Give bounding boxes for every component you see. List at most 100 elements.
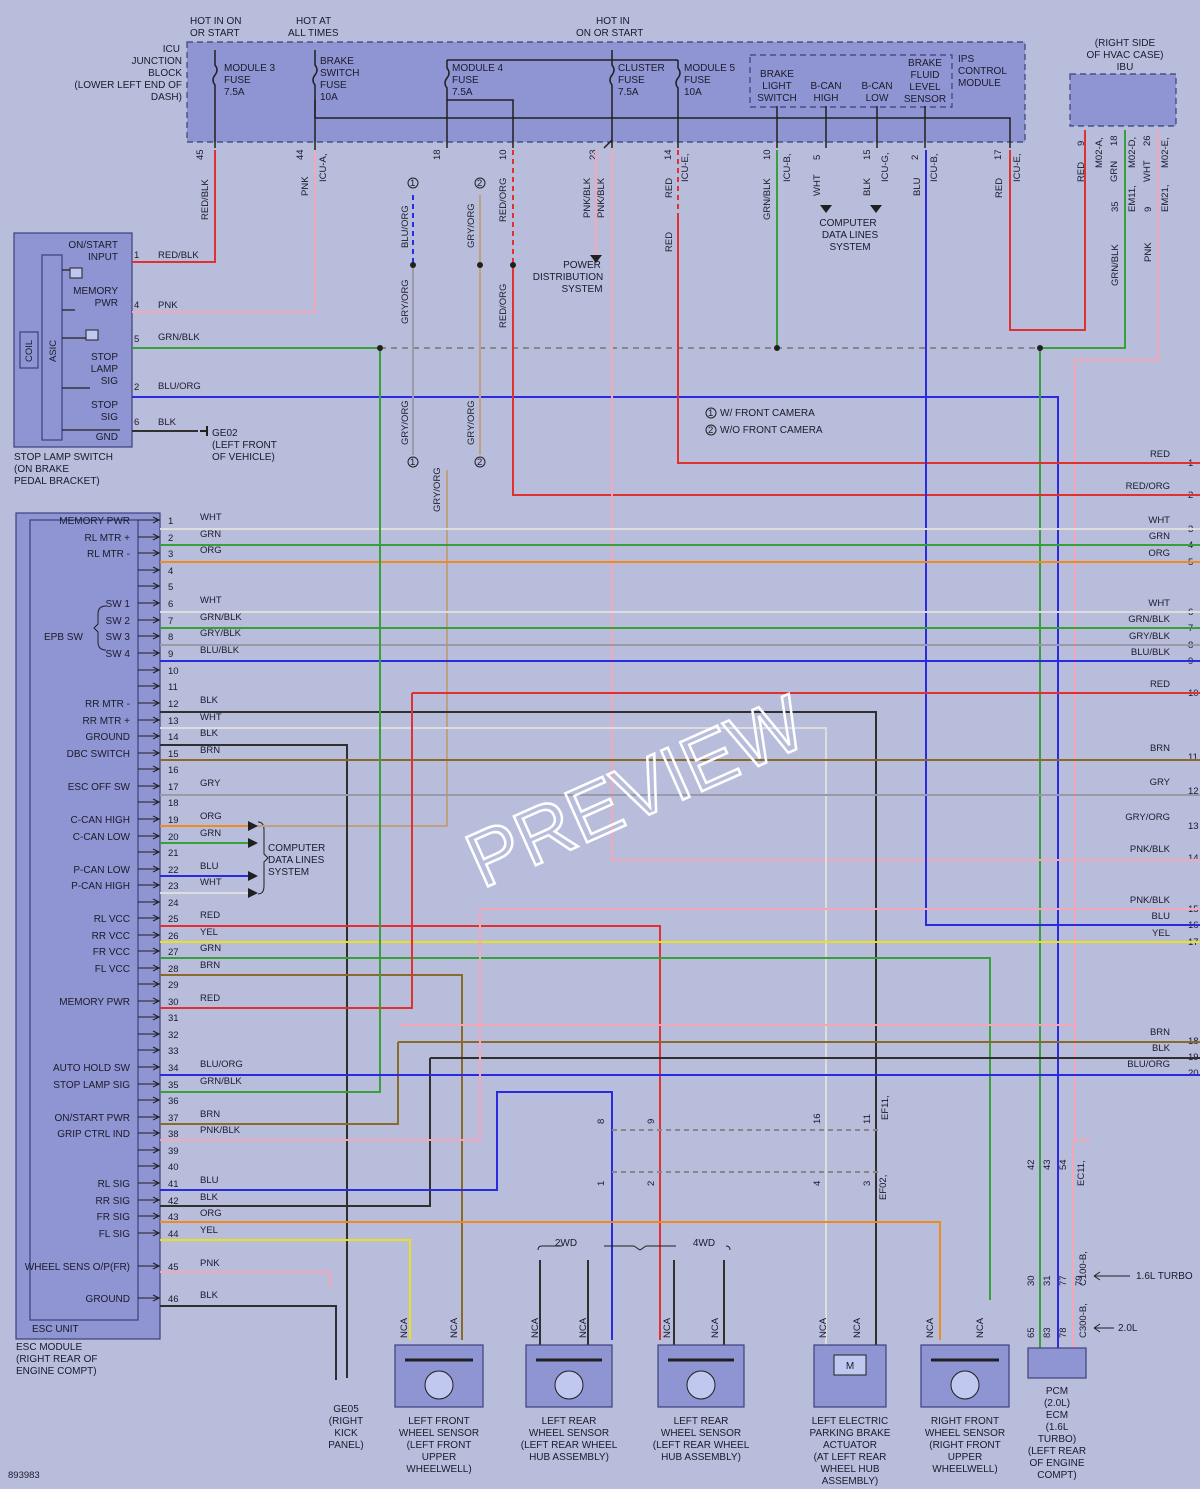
esc-pin-stub [138,848,161,856]
svg-text:HIGH: HIGH [814,93,839,104]
svg-text:GND: GND [96,432,118,443]
splice-dot [477,262,483,268]
esc-wire-color: BLK [200,1192,219,1203]
esc-pin-number: 12 [168,699,179,710]
esc-ground: GE05 (RIGHT KICK PANEL) [328,1404,363,1451]
svg-text:FUSE: FUSE [224,75,251,86]
right-edge-color: BLU/ORG [1127,1059,1170,1070]
esc-pin-label: RR MTR + [83,716,131,727]
hot-label: ALL TIMES [288,28,339,39]
arrow-icon [590,255,602,263]
pcm-label: ECM [1046,1410,1068,1421]
svg-text:ICU-E,: ICU-E, [1012,154,1023,183]
right-edge-color: BLU [1152,911,1171,922]
esc-pin-stub [138,1013,161,1021]
svg-text:STOP: STOP [91,352,118,363]
svg-text:9: 9 [1076,141,1087,146]
esc-pin-stub [138,549,161,557]
nca-label: NCA [449,1317,460,1338]
pin-number: 16 [812,1113,823,1124]
esc-pin-number: 45 [168,1262,179,1273]
esc-pin-stub [138,682,161,690]
svg-text:(ON BRAKE: (ON BRAKE [14,464,69,475]
esc-pin-number: 4 [168,566,173,577]
esc-pin-number: 24 [168,898,179,909]
nca-label: NCA [530,1317,541,1338]
svg-text:FUSE: FUSE [618,75,645,86]
svg-text:RED/BLK: RED/BLK [158,250,199,261]
svg-text:GRN/BLK: GRN/BLK [1110,244,1121,286]
svg-text:(LEFT FRONT: (LEFT FRONT [212,440,277,451]
svg-text:GRN/BLK: GRN/BLK [762,178,773,220]
fuse-labels: MODULE 3 FUSE 7.5A BRAKE SWITCH FUSE 10A… [224,54,1007,103]
svg-text:ON/START: ON/START [68,240,118,251]
pcm-label: (LEFT REAR [1028,1446,1086,1457]
right-edge-color: BLK [1152,1043,1171,1054]
right-edge-color: GRN/BLK [1128,614,1170,625]
svg-text:BLU/ORG: BLU/ORG [400,205,411,248]
svg-text:PNK/BLK: PNK/BLK [582,177,593,218]
svg-text:PWR: PWR [95,298,118,309]
ips-items: BRAKE LIGHT SWITCH B-CAN HIGH B-CAN LOW … [757,58,946,105]
option-2-icon [474,456,486,468]
svg-text:M02-E,: M02-E, [1160,137,1171,168]
svg-text:GRY/ORG: GRY/ORG [400,400,411,445]
svg-text:MODULE 5: MODULE 5 [684,63,736,74]
svg-text:ICU: ICU [163,44,180,55]
arrow-icon [248,888,258,898]
esc-pin-label: STOP LAMP SIG [53,1080,130,1091]
component-label: LEFT FRONT [408,1416,469,1427]
nca-label: NCA [710,1317,721,1338]
svg-text:2: 2 [708,425,713,436]
esc-pin-label: SW 1 [106,599,131,610]
esc-pin-number: 23 [168,881,179,892]
esc-pin-number: 3 [168,549,173,560]
esc-pin-stub [138,599,161,607]
svg-text:POWER: POWER [563,260,601,271]
wire [160,1057,1200,1207]
esc-wire-color: GRY [200,778,221,789]
right-edge-color: RED [1150,679,1170,690]
esc-wire-color: PNK [200,1258,220,1269]
esc-pin-label: SW 2 [106,616,131,627]
wire [160,1091,613,1191]
svg-text:(RIGHT SIDE: (RIGHT SIDE [1095,38,1156,49]
esc-pin-number: 26 [168,931,179,942]
svg-text:10: 10 [498,149,509,160]
esc-wire-color: ORG [200,545,222,556]
svg-text:2: 2 [910,155,921,160]
svg-text:SWITCH: SWITCH [320,68,359,79]
esc-pin-number: 10 [168,666,179,677]
esc-pin-stub [138,716,161,724]
esc-pin-number: 37 [168,1113,179,1124]
esc-pin-number: 18 [168,798,179,809]
fuse-symbols [212,50,1011,150]
svg-text:10A: 10A [684,87,702,98]
svg-text:B-CAN: B-CAN [810,81,841,92]
component-label: LEFT REAR [674,1416,729,1427]
esc-pin-stub [138,1046,161,1054]
svg-text:COMPUTER: COMPUTER [268,843,325,854]
svg-text:FUSE: FUSE [452,75,479,86]
component-label: LEFT REAR [542,1416,597,1427]
esc-pin-label: RL MTR + [85,533,131,544]
esc-pin-stub [138,997,161,1005]
pcm-label: (1.6L [1046,1422,1069,1433]
esc-pin-number: 16 [168,765,179,776]
pcm-label: (2.0L) [1044,1398,1070,1409]
component-body [813,1344,887,1408]
svg-text:(RIGHT: (RIGHT [329,1416,363,1427]
svg-text:MODULE 3: MODULE 3 [224,63,276,74]
wire [160,1271,331,1288]
connector-code: EF11, [880,1095,891,1120]
pin-number: 2 [646,1181,657,1186]
right-edge-color: BLU/BLK [1131,647,1171,658]
esc-pin-stub [138,898,161,906]
svg-text:DATA LINES: DATA LINES [268,855,325,866]
pcm-label: COMPT) [1037,1470,1076,1481]
esc-pin-stub [138,782,161,790]
svg-text:FUSE: FUSE [320,80,347,91]
svg-text:GRN/BLK: GRN/BLK [158,332,200,343]
esc-pin-stub [138,947,161,955]
svg-text:SWITCH: SWITCH [757,93,796,104]
